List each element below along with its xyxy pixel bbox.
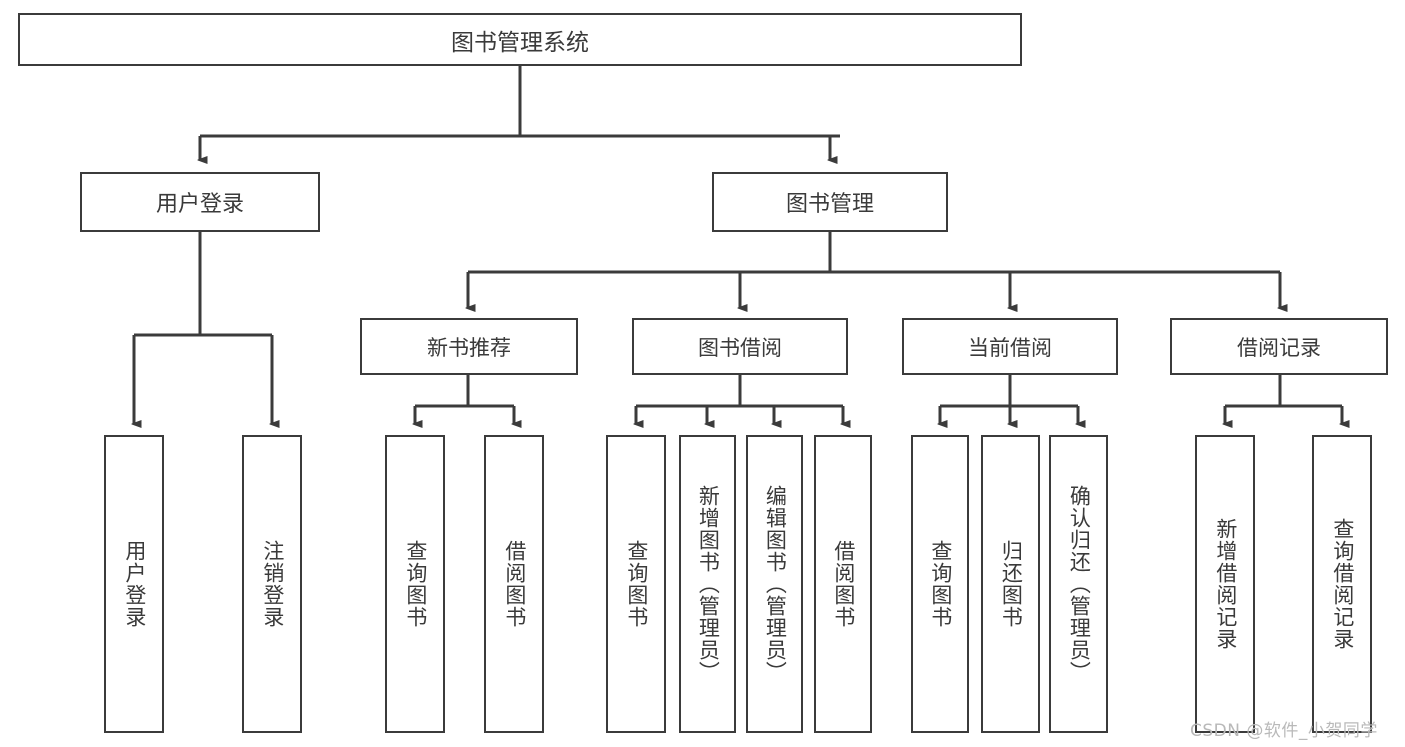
node-root[interactable]: 图书管理系统 <box>18 13 1022 66</box>
leaf-borrow-book-bb-label: 借阅图书 <box>831 540 856 628</box>
leaf-query-borrow-record-label: 查询借阅记录 <box>1330 518 1355 650</box>
leaf-edit-book-admin-label: 编辑图书（管理员） <box>763 485 788 683</box>
leaf-add-borrow-record-label: 新增借阅记录 <box>1213 518 1238 650</box>
leaf-query-book-cb[interactable]: 查询图书 <box>911 435 969 733</box>
leaf-logout-login[interactable]: 注销登录 <box>242 435 302 733</box>
leaf-confirm-return-admin-label: 确认归还（管理员） <box>1067 485 1092 683</box>
leaf-add-book-admin[interactable]: 新增图书（管理员） <box>679 435 736 733</box>
leaf-query-book-nbr-label: 查询图书 <box>403 540 428 628</box>
leaf-return-book-label: 归还图书 <box>999 540 1024 628</box>
leaf-confirm-return-admin[interactable]: 确认归还（管理员） <box>1049 435 1108 733</box>
leaf-edit-book-admin[interactable]: 编辑图书（管理员） <box>746 435 803 733</box>
node-new-book-recommend[interactable]: 新书推荐 <box>360 318 578 375</box>
node-book-management[interactable]: 图书管理 <box>712 172 948 232</box>
leaf-borrow-book-nbr[interactable]: 借阅图书 <box>484 435 544 733</box>
node-borrow-record[interactable]: 借阅记录 <box>1170 318 1388 375</box>
node-book-management-label: 图书管理 <box>785 192 874 217</box>
leaf-query-borrow-record[interactable]: 查询借阅记录 <box>1312 435 1372 733</box>
node-book-borrow-label: 图书借阅 <box>698 335 782 360</box>
node-root-label: 图书管理系统 <box>451 29 589 56</box>
leaf-user-login-label: 用户登录 <box>122 540 147 628</box>
node-new-book-recommend-label: 新书推荐 <box>427 335 511 360</box>
leaf-return-book[interactable]: 归还图书 <box>981 435 1040 733</box>
leaf-borrow-book-bb[interactable]: 借阅图书 <box>814 435 872 733</box>
leaf-add-borrow-record[interactable]: 新增借阅记录 <box>1195 435 1255 733</box>
node-borrow-record-label: 借阅记录 <box>1237 335 1321 360</box>
leaf-query-book-bb-label: 查询图书 <box>624 540 649 628</box>
node-current-borrow-label: 当前借阅 <box>968 335 1052 360</box>
leaf-query-book-bb[interactable]: 查询图书 <box>606 435 666 733</box>
leaf-add-book-admin-label: 新增图书（管理员） <box>696 485 721 683</box>
leaf-query-book-nbr[interactable]: 查询图书 <box>385 435 445 733</box>
leaf-logout-login-label: 注销登录 <box>260 540 285 628</box>
leaf-user-login[interactable]: 用户登录 <box>104 435 164 733</box>
leaf-query-book-cb-label: 查询图书 <box>928 540 953 628</box>
leaf-borrow-book-nbr-label: 借阅图书 <box>502 540 527 628</box>
watermark: CSDN @软件_小贺同学 <box>1190 721 1378 741</box>
node-user-login-label: 用户登录 <box>155 192 244 217</box>
node-current-borrow[interactable]: 当前借阅 <box>902 318 1118 375</box>
node-user-login[interactable]: 用户登录 <box>80 172 320 232</box>
node-book-borrow[interactable]: 图书借阅 <box>632 318 848 375</box>
